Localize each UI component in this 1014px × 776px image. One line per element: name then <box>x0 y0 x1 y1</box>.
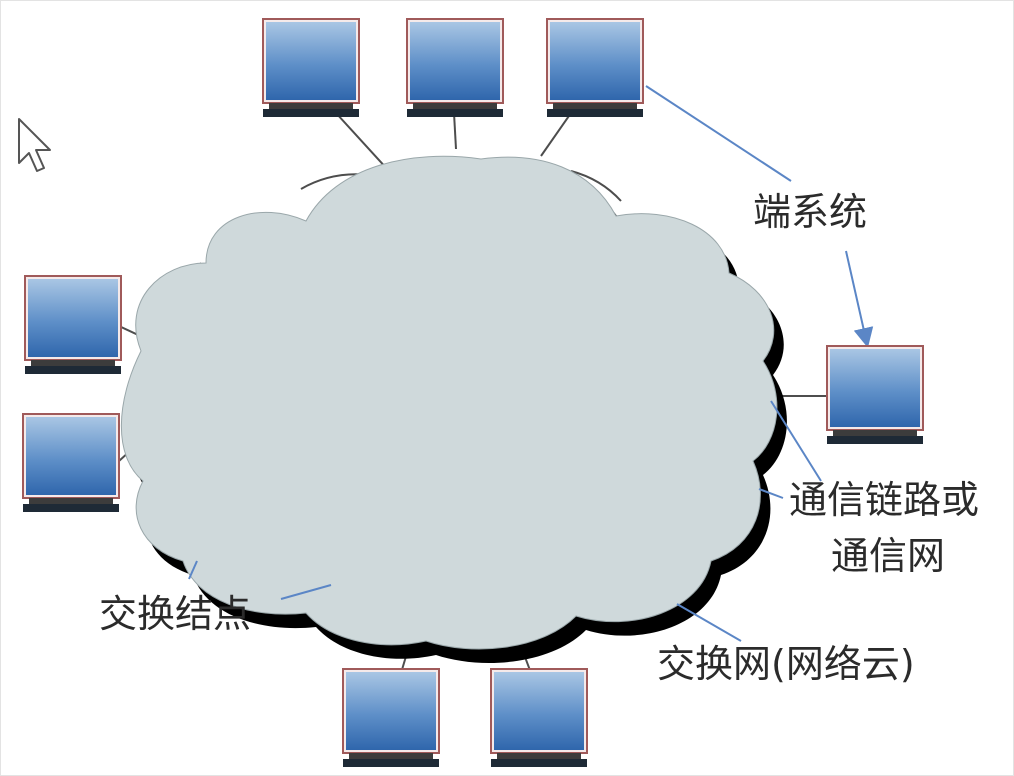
label-communication-link-line1: 通信链路或 <box>789 478 980 522</box>
mouse-pointer-icon <box>18 118 51 172</box>
label-end-systems: 端系统 <box>753 190 868 234</box>
computer-bottom-right <box>490 668 588 768</box>
annotation-end-systems-top <box>645 85 792 182</box>
computer-right <box>826 345 924 445</box>
link-internal-top-right <box>570 170 622 202</box>
label-communication-link-line2: 通信网 <box>831 534 946 578</box>
annotation-switch-node <box>188 560 198 580</box>
label-switch-network: 交换网(网络云) <box>657 642 915 686</box>
computer-top-middle <box>406 18 504 118</box>
annotation-link-b <box>758 488 784 499</box>
annotation-lines <box>188 85 874 642</box>
annotation-end-systems-arrow <box>845 250 874 348</box>
link-top-middle <box>453 112 457 150</box>
network-cloud <box>120 155 778 650</box>
label-switch-node: 交换结点 <box>99 592 252 636</box>
link-top-left <box>335 112 390 172</box>
annotation-switch-node-b <box>280 584 332 600</box>
computer-bottom-left <box>342 668 440 768</box>
link-top-right <box>540 112 572 157</box>
computer-top-left <box>262 18 360 118</box>
computer-top-right <box>546 18 644 118</box>
computer-left-lower <box>22 413 120 513</box>
annotation-link-a <box>770 400 822 482</box>
computer-left-upper <box>24 275 122 375</box>
annotation-switch-net <box>676 603 742 642</box>
